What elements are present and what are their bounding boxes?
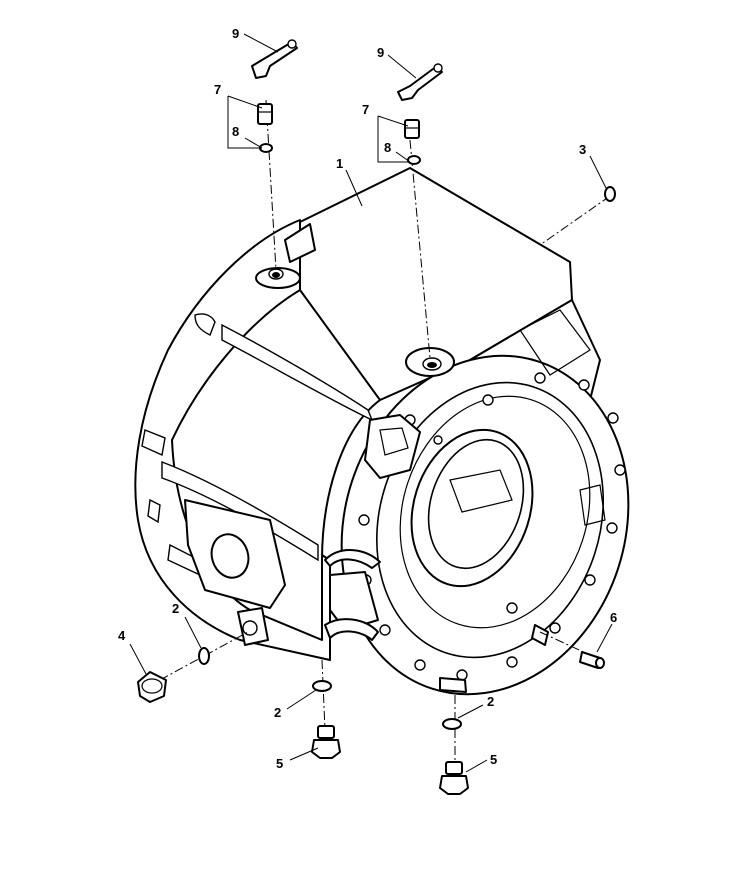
drain-plug-center (311, 725, 341, 759)
front-flange-inner-ring (375, 381, 605, 659)
top-ports (255, 223, 455, 377)
callout-9-left: 9 (232, 26, 239, 41)
front-flange-step-ring (399, 395, 591, 629)
o-ring-bottom-center (312, 680, 332, 692)
callout-2-right: 2 (487, 694, 494, 709)
side-mounting-boss (184, 499, 286, 609)
plug-left (137, 671, 167, 703)
callout-2-left: 2 (172, 601, 179, 616)
callout-labels: 9 7 8 9 7 8 1 3 2 4 2 5 2 5 6 (118, 26, 617, 771)
cap-with-strap-upper-left (251, 39, 298, 79)
callout-9-right: 9 (377, 45, 384, 60)
flange-bolt-holes (358, 372, 626, 681)
cap-with-strap-upper-right (397, 63, 443, 101)
callout-8-left: 8 (232, 124, 239, 139)
bottom-bosses (237, 607, 549, 693)
callout-1: 1 (336, 156, 343, 171)
o-ring-right (604, 186, 616, 202)
center-bore-inner (427, 438, 525, 570)
o-ring-bottom-right (442, 718, 462, 730)
o-ring-left (198, 647, 210, 665)
dowel-pin (579, 651, 605, 669)
washer-upper-right (407, 155, 421, 165)
callout-8-right: 8 (384, 140, 391, 155)
front-bosses (324, 414, 421, 641)
callout-4: 4 (118, 628, 126, 643)
center-bore-outer (410, 428, 534, 588)
callout-2-center: 2 (274, 705, 281, 720)
callout-7-left: 7 (214, 82, 221, 97)
callout-5-right: 5 (490, 752, 497, 767)
leader-lines (129, 33, 613, 773)
callout-5-center: 5 (276, 756, 283, 771)
callout-6: 6 (610, 610, 617, 625)
right-side-details (519, 309, 606, 526)
callout-3: 3 (579, 142, 586, 157)
callout-7-right: 7 (362, 102, 369, 117)
breather-fitting-upper-left (257, 103, 273, 125)
drain-plug-right (439, 761, 469, 795)
assembly-center-lines (159, 99, 611, 770)
transmission-housing (134, 167, 630, 696)
bore-shaft-spline (449, 469, 513, 513)
breather-fitting-upper-right (404, 119, 420, 139)
